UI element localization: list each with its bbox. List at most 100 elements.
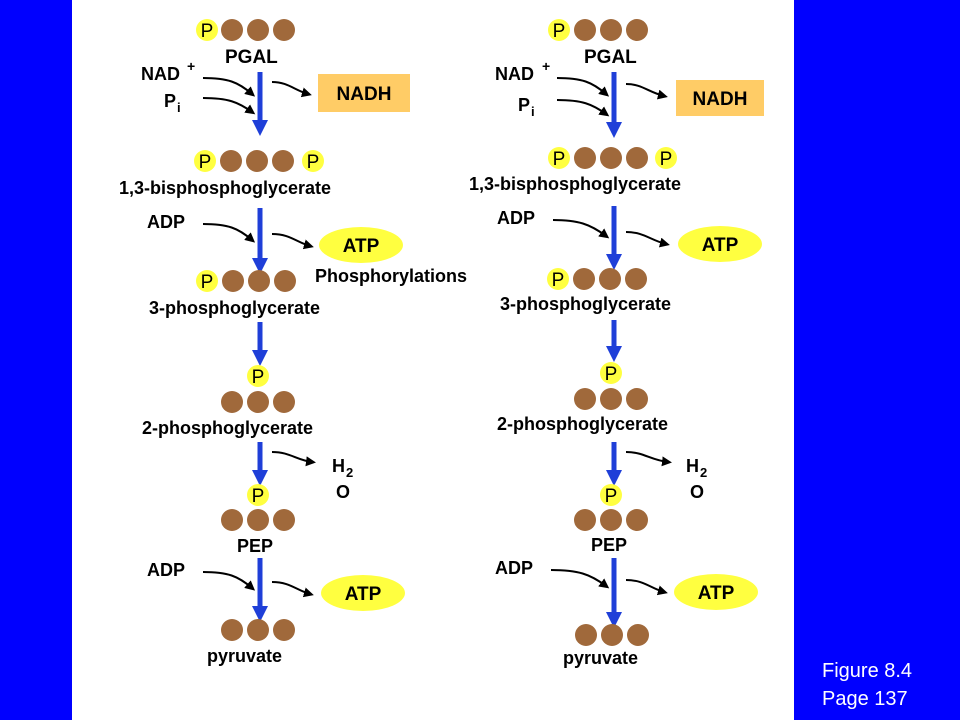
water-o-label: O [336, 482, 350, 502]
atp-output-arrow [271, 581, 314, 598]
carbon-circle [626, 147, 648, 169]
bpg-molecule: P P [548, 147, 677, 170]
pep-molecule: P [574, 484, 648, 531]
pep-molecule: P [221, 484, 295, 531]
nad-input-arrow [202, 77, 256, 97]
carbon-circle [247, 509, 269, 531]
adp-input-arrow [202, 223, 256, 243]
atp-oval [674, 574, 758, 610]
content-panel [72, 0, 794, 720]
nad-label: NAD [495, 64, 534, 84]
pg2-label: 2-phosphoglycerate [497, 414, 668, 434]
adp-label: ADP [497, 208, 535, 228]
phosphate-circle [247, 365, 269, 387]
pg2-molecule: P [574, 362, 648, 410]
carbon-circle [247, 391, 269, 413]
water-output-arrow [625, 451, 672, 467]
carbon-circle [574, 19, 596, 41]
pgal-molecule: P [548, 19, 648, 42]
pg3-molecule: P [547, 268, 647, 291]
atp-output-arrow [625, 231, 670, 248]
water-h-label: H [686, 456, 699, 476]
atp-label: ATP [702, 235, 739, 256]
carbon-circle [626, 388, 648, 410]
nadh-output-arrow [625, 83, 668, 100]
bpg-label: 1,3-bisphosphoglycerate [469, 174, 681, 194]
carbon-circle [601, 624, 623, 646]
carbon-circle [221, 619, 243, 641]
nadh-box [676, 80, 764, 116]
carbon-circle [575, 624, 597, 646]
phosphate-circle [194, 150, 216, 172]
pgal-molecule: P [196, 19, 295, 42]
carbon-circle [574, 509, 596, 531]
carbon-circle [574, 388, 596, 410]
carbon-circle [221, 391, 243, 413]
pi-subscript: i [531, 104, 535, 119]
pgal-label: PGAL [584, 47, 637, 68]
carbon-circle [273, 19, 295, 41]
carbon-circle [600, 147, 622, 169]
phosphate-circle [548, 147, 570, 169]
carbon-circle [626, 509, 648, 531]
phosphate-label: P [201, 21, 214, 42]
phosphate-label: P [252, 486, 265, 507]
phosphate-circle [196, 270, 218, 292]
pi-input-arrow [556, 99, 610, 117]
phosphate-label: P [660, 149, 673, 170]
carbon-circle [627, 624, 649, 646]
pg2-molecule: P [221, 365, 295, 413]
nad-superscript: + [542, 58, 550, 74]
nadh-label: NADH [693, 89, 748, 110]
pg2-label: 2-phosphoglycerate [142, 418, 313, 438]
atp-output-arrow [271, 233, 314, 250]
carbon-circle [221, 19, 243, 41]
carbon-circle [600, 509, 622, 531]
pyruvate-molecule [575, 624, 649, 646]
carbon-circle [247, 19, 269, 41]
adp-input-arrow [202, 571, 256, 591]
phosphate-circle [547, 268, 569, 290]
carbon-circle [248, 270, 270, 292]
phosphate-circle [302, 150, 324, 172]
pi-input-arrow [202, 97, 256, 115]
phosphate-circle [548, 19, 570, 41]
pep-label: PEP [591, 535, 627, 555]
pi-label: P [518, 95, 530, 115]
phosphate-circle [600, 484, 622, 506]
pi-subscript: i [177, 100, 181, 115]
adp-label: ADP [147, 212, 185, 232]
atp-label: ATP [698, 583, 735, 604]
carbon-circle [274, 270, 296, 292]
phosphate-label: P [553, 149, 566, 170]
adp-input-arrow [552, 219, 610, 239]
carbon-circle [273, 391, 295, 413]
carbon-circle [600, 19, 622, 41]
water-subscript: 2 [346, 465, 353, 480]
nadh-box [318, 74, 410, 112]
adp-input-arrow [550, 569, 610, 589]
phosphate-circle [196, 19, 218, 41]
nad-input-arrow [556, 77, 610, 97]
pg3-label: 3-phosphoglycerate [149, 298, 320, 318]
phosphate-label: P [552, 270, 565, 291]
carbon-circle [625, 268, 647, 290]
carbon-circle [221, 509, 243, 531]
pgal-label: PGAL [225, 47, 278, 68]
atp-label: ATP [343, 236, 380, 257]
water-output-arrow [271, 451, 316, 467]
carbon-circle [220, 150, 242, 172]
atp-oval [321, 575, 405, 611]
page-caption: Page 137 [822, 688, 908, 710]
nadh-output-arrow [271, 81, 312, 98]
pyruvate-molecule [221, 619, 295, 641]
pg3-molecule: P [196, 270, 296, 293]
nad-superscript: + [187, 58, 195, 74]
adp-label: ADP [147, 560, 185, 580]
pg3-label: 3-phosphoglycerate [500, 294, 671, 314]
pi-label: P [164, 91, 176, 111]
pyruvate-label: pyruvate [207, 646, 282, 666]
pathway-right: P PGAL NAD + P i NADH P [469, 19, 764, 668]
pep-label: PEP [237, 536, 273, 556]
